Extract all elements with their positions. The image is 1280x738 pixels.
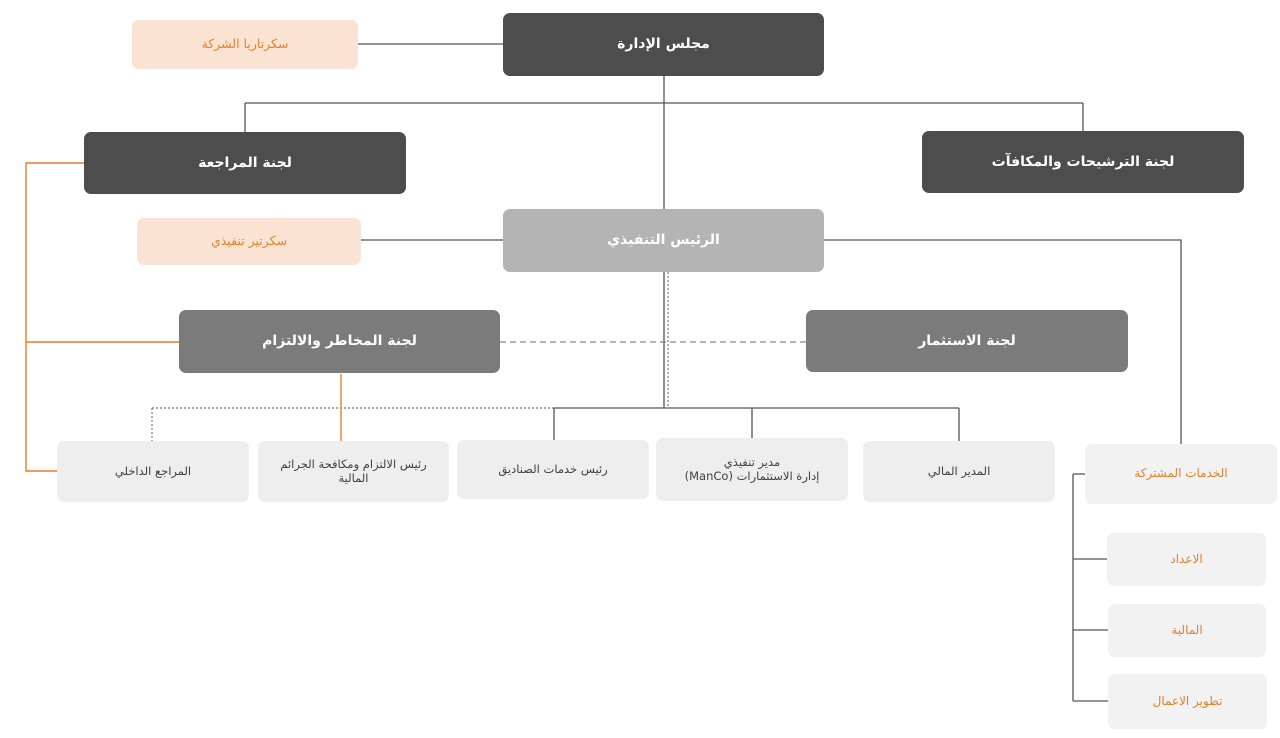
shared-services-item-finance: المالية xyxy=(1108,604,1266,657)
shared-services-item-business-development: تطوير الاعمال xyxy=(1108,674,1267,729)
shared-services-item-preparation: الاعداد xyxy=(1107,533,1266,586)
nominations-committee-box: لجنة الترشيحات والمكافآت xyxy=(922,131,1244,193)
shared-services-box: الخدمات المشتركة xyxy=(1085,444,1277,504)
ceo-box: الرئيس التنفيذي xyxy=(503,209,824,272)
funds-head-box: رئيس خدمات الصناديق xyxy=(457,440,649,499)
compliance-head-line2: المالية xyxy=(338,470,369,485)
funds-head-label: رئيس خدمات الصناديق xyxy=(498,461,608,476)
executive-secretary-box: سكرتير تنفيذي xyxy=(137,218,361,265)
risk-committee-box: لجنة المخاطر والالتزام xyxy=(179,310,500,373)
internal-auditor-label: المراجع الداخلي xyxy=(114,463,192,478)
company-secretary-box: سكرتاريا الشركة xyxy=(132,20,358,69)
manco-director-line1: مدير تنفيذي xyxy=(723,455,781,470)
compliance-head-line1: رئيس الالتزام ومكافحة الجرائم xyxy=(280,457,427,472)
manco-director-box: مدير تنفيذي إدارة الاستثمارات (ManCo) xyxy=(656,438,848,501)
audit-committee-box: لجنة المراجعة xyxy=(84,132,406,194)
cfo-label: المدير المالي xyxy=(927,463,991,478)
investment-committee-box: لجنة الاستثمار xyxy=(806,310,1128,372)
internal-auditor-box: المراجع الداخلي xyxy=(57,441,249,502)
board-box: مجلس الإدارة xyxy=(503,13,824,76)
cfo-box: المدير المالي xyxy=(863,441,1055,502)
manco-director-line2: إدارة الاستثمارات (ManCo) xyxy=(684,468,820,483)
compliance-head-box: رئيس الالتزام ومكافحة الجرائم المالية xyxy=(258,441,449,502)
